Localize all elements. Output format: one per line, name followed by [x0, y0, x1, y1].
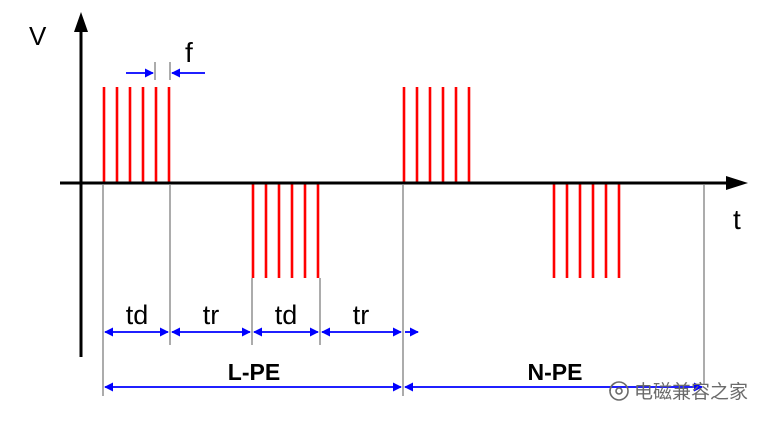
watermark: 电磁兼容之家 [609, 381, 748, 403]
guide-lines [102, 62, 705, 396]
interval-label-tr: tr [203, 300, 220, 330]
y-axis-arrowhead [74, 12, 88, 32]
y-axis-label: V [29, 21, 47, 51]
dimension-arrows [104, 68, 703, 392]
pulse-burst-negative-2 [552, 183, 621, 278]
interval-label-tr: tr [353, 300, 370, 330]
pulse-bursts [102, 87, 621, 278]
interval-label-td: td [275, 300, 298, 330]
watermark-text: 电磁兼容之家 [634, 381, 748, 403]
pulse-burst-negative-1 [251, 183, 320, 278]
wechat-official-account-icon [609, 381, 629, 401]
interval-label-td: td [126, 300, 149, 330]
x-axis-label: t [733, 204, 741, 235]
pulse-burst-positive-2 [402, 87, 471, 183]
segment-label-l-pe: L-PE [228, 359, 280, 385]
segment-label-n-pe: N-PE [528, 359, 583, 385]
pulse-burst-positive-1 [102, 87, 171, 183]
x-axis-arrowhead [726, 176, 748, 190]
pulse-gap-label: f [185, 37, 193, 68]
axes [60, 12, 748, 357]
